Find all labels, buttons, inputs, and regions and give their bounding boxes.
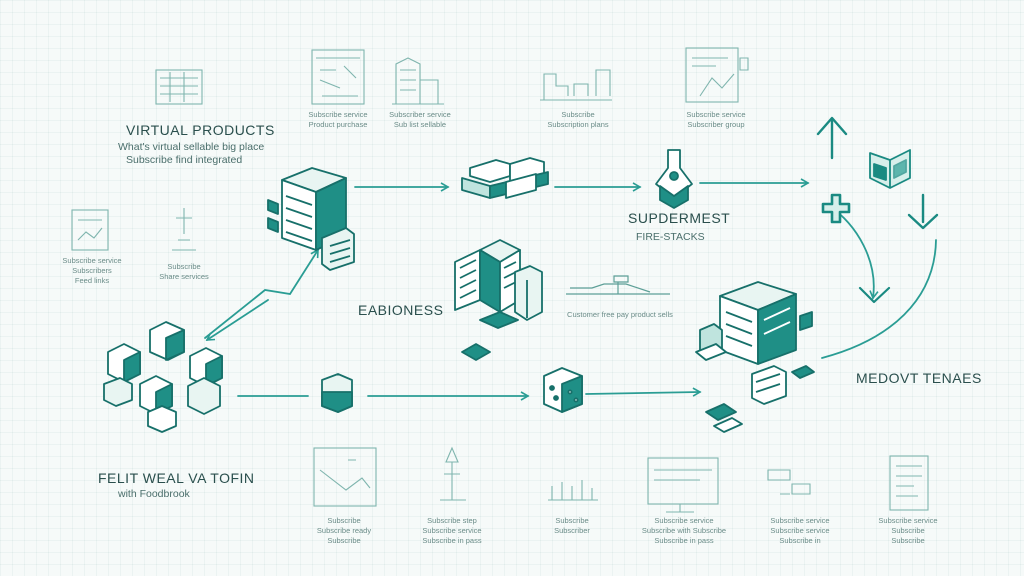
label-medovt-tenaes: MEDOVT TENAES [856,370,982,386]
network-nodes-icon [767,469,811,495]
caption-line: Customer free pay product sells [567,310,673,319]
textured-cube-icon [543,367,583,413]
server-cluster-icon [695,281,815,433]
dashboard-panel-icon [155,69,203,105]
faint-icons-bottom [313,446,929,513]
caption-line: Subscribe ready [316,526,372,535]
drop-dial-icon [440,446,466,501]
bar-figures-icon [548,480,598,501]
stepped-blocks-icon [461,157,549,199]
arrow-bottom-right [585,387,702,397]
arrow-diagonal-down [205,299,269,341]
caption-line: Subscriber service [389,110,451,119]
label-supdermest: SUPDERMEST [628,210,731,226]
caption-mid-chart: Customer free pay product sells [567,310,673,320]
caption-line: Subscribe service [422,526,482,535]
caption-line: Subscribe service [878,516,938,525]
mini-line-chart-icon [566,275,670,295]
caption-line: Subscription plans [547,120,609,129]
folder-file-icon [313,447,377,507]
server-tower-icon [267,167,355,271]
package-box-icon [321,373,353,413]
caption-line: Subscribe service [770,516,830,525]
chart-card-icon [71,209,109,251]
caption-line: Subscribe [327,516,361,525]
caption-line: Subscribe service [654,516,714,525]
caption-line: Feed links [74,276,110,285]
caption-line: Subscribe [167,262,201,271]
up-arrow-icon [816,116,848,160]
document-window-icon [311,49,365,105]
faint-icons-left [71,208,196,251]
building-sketch-icon [392,57,444,105]
caption-line: Subscribe in pass [654,536,714,545]
monitor-icon [647,457,719,513]
connector-lines [204,178,937,401]
cube-cluster-icon [103,321,223,433]
curve-right-up [821,239,937,359]
plus-cross-icon [821,193,851,224]
caption-line: Subscribers [72,266,112,275]
caption-line: Subscriber group [687,120,745,129]
caption-line: Subscribe in [779,536,821,545]
document-sheet-icon [889,455,929,511]
caption-line: Subscribe service [62,256,122,265]
down-chevron-icon [907,193,939,230]
caption-line: Subscribe service [308,110,368,119]
pin-marker-icon [172,208,196,251]
label-virtual-products-sub2: Subscribe find integrated [126,154,243,166]
skyscraper-icon [454,239,543,361]
label-virtual-products: VIRTUAL PRODUCTS [126,122,275,138]
caption-line: Share services [159,272,209,281]
faint-icons-top [155,47,749,105]
label-felit-weal: FELIT WEAL VA TOFIN [98,470,255,486]
caption-line: Product purchase [308,120,368,129]
down-heart-arrow-icon [858,286,891,304]
caption-line: Sub list sellable [393,120,447,129]
label-eabioness: EABIONESS [358,302,444,318]
caption-line: Subscribe in pass [422,536,482,545]
caption-line: Subscribe [891,526,925,535]
report-page-icon [685,47,749,103]
chest-icon [869,149,911,189]
caption-line: Subscribe with Subscribe [641,526,727,535]
arrow-diagonal-up [204,248,319,339]
caption-line: Subscribe step [427,516,477,525]
skyline-chart-icon [540,69,612,101]
caption-line: Subscribe [555,516,589,525]
caption-line: Subscribe [561,110,595,119]
caption-line: Subscribe [327,536,361,545]
caption-line: Subscribe service [686,110,746,119]
caption-line: Subscribe service [770,526,830,535]
caption-line: Subscriber [554,526,590,535]
caption-line: Subscribe [891,536,925,545]
label-virtual-products-sub1: What's virtual sellable big place [118,141,265,153]
label-felit-weal-sub: with Foodbrook [118,488,190,500]
label-fire-stacks: FIRE-STACKS [636,231,705,243]
flask-icon [655,149,693,209]
